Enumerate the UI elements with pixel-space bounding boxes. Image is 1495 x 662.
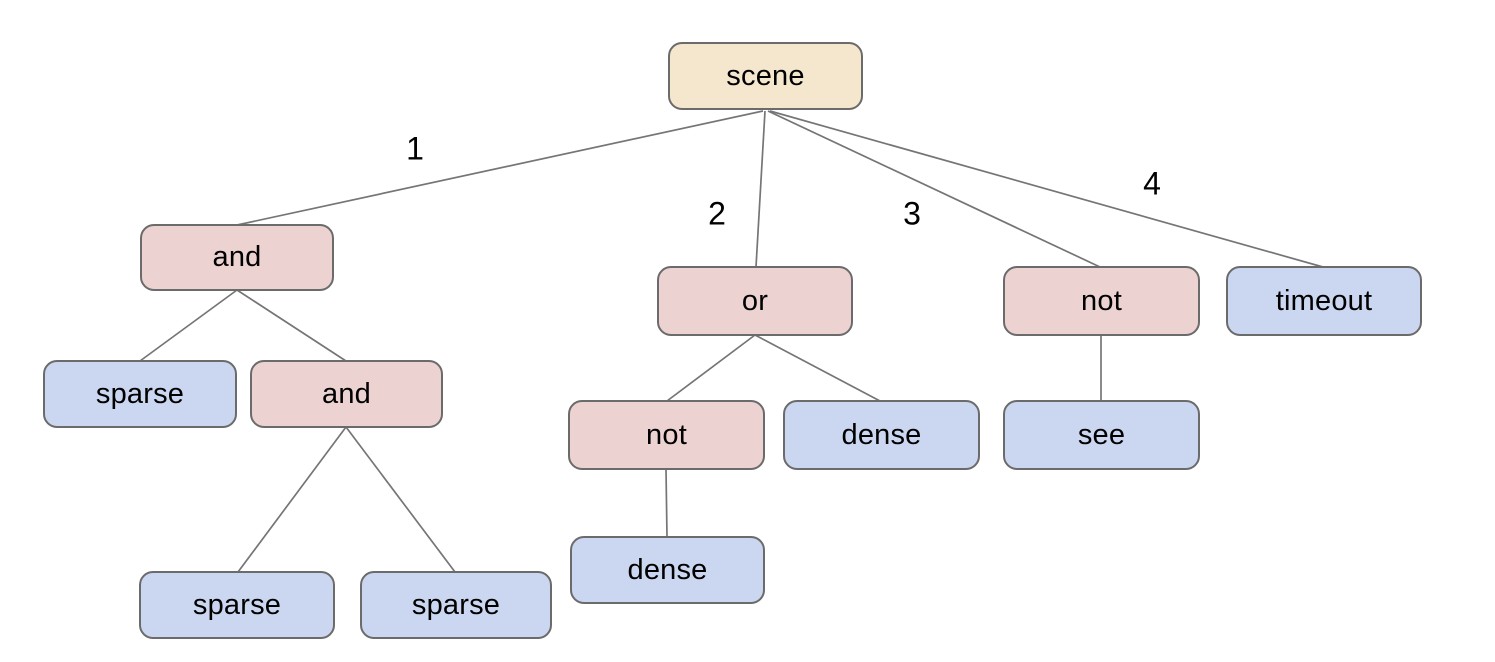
node-and-top: and [140,224,334,291]
edge-scene-not [767,110,1101,268]
node-sparse-left: sparse [43,360,237,428]
edge-label-3: 3 [903,195,921,232]
edge-and-sparse [139,289,238,362]
edge-label-2: 2 [708,195,726,232]
node-timeout: timeout [1226,266,1422,336]
node-dense-right: dense [783,400,980,470]
node-dense-bottom: dense [570,536,765,604]
edge-label-1: 1 [406,130,424,167]
edge-or-dense [754,334,881,402]
edge-scene-or [755,110,766,268]
edge-or-not [666,334,756,402]
node-and-inner: and [250,360,443,428]
edge-scene-timeout [769,110,1324,268]
edge-and2-sparse-left [237,426,347,573]
node-not-right: not [1003,266,1200,336]
edge-and2-sparse-right [345,426,456,573]
node-see: see [1003,400,1200,470]
node-sparse-bottom-left: sparse [139,571,335,639]
node-sparse-bottom-right: sparse [360,571,552,639]
edge-scene-and [236,110,764,226]
node-or: or [657,266,853,336]
edge-not-dense [665,468,668,538]
edge-label-4: 4 [1143,165,1161,202]
node-scene: scene [668,42,863,110]
node-not-middle: not [568,400,765,470]
edge-and-and [236,289,347,362]
